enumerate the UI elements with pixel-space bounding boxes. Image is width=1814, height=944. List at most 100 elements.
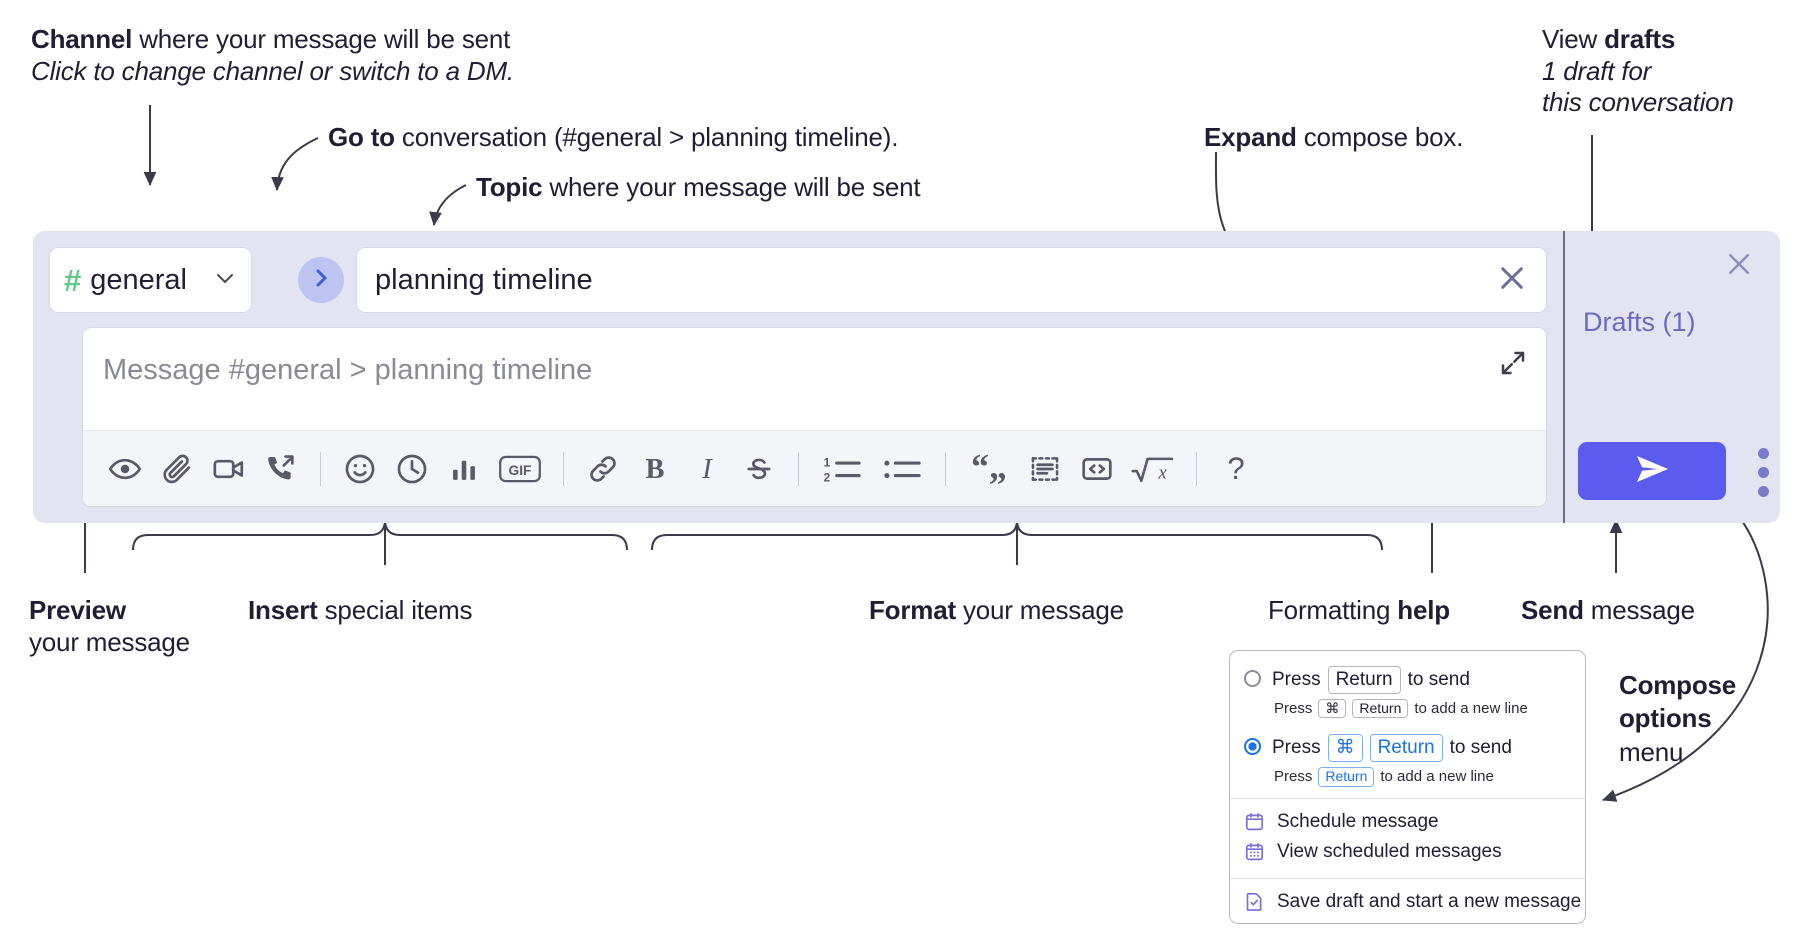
composer-main-area: # general planning timeline — [33, 231, 1769, 523]
compose-options-menu: Press Return to send Press ⌘ Return to a… — [1229, 650, 1586, 924]
attachment-icon[interactable] — [151, 443, 203, 495]
drafts-link[interactable]: Drafts (1) — [1583, 307, 1696, 337]
gif-icon[interactable]: GIF — [490, 443, 550, 495]
bullet-list-icon[interactable] — [872, 443, 932, 495]
save-draft-icon — [1244, 891, 1265, 912]
keycap: Return — [1318, 767, 1375, 787]
annotation-format-bold: Format — [869, 595, 956, 625]
menu-item-view-scheduled[interactable]: View scheduled messages — [1230, 837, 1585, 867]
code-icon[interactable] — [1071, 443, 1123, 495]
bold-icon[interactable]: B — [629, 443, 681, 495]
chevron-right-icon — [309, 266, 333, 295]
toolbar-separator — [563, 451, 564, 486]
kebab-dot — [1757, 485, 1769, 497]
italic-icon[interactable]: I — [681, 443, 733, 495]
clock-icon[interactable] — [386, 443, 438, 495]
help-icon[interactable]: ? — [1210, 443, 1262, 495]
menu-option-suffix: to send — [1449, 737, 1512, 759]
menu-option-prefix: Press — [1272, 737, 1321, 759]
svg-text:x: x — [1157, 462, 1167, 483]
menu-radio-option[interactable]: Press Return to send Press ⌘ Return to a… — [1230, 663, 1585, 719]
channel-selector[interactable]: # general — [49, 247, 252, 313]
svg-text:GIF: GIF — [509, 463, 532, 478]
annotation-preview-rest: your message — [29, 626, 190, 657]
annotation-send-bold: Send — [1521, 595, 1584, 625]
menu-item-schedule-message[interactable]: Schedule message — [1230, 807, 1585, 837]
annotation-help: Formatting help — [1268, 595, 1450, 627]
ordered-list-icon[interactable]: 1 2 — [812, 443, 872, 495]
strikethrough-icon[interactable] — [733, 443, 785, 495]
annotation-compose-line1: Compose — [1619, 670, 1737, 700]
annotation-goto: Go to conversation (#general > planning … — [328, 122, 898, 154]
preview-icon[interactable] — [99, 443, 151, 495]
annotation-goto-bold: Go to — [328, 122, 395, 152]
calendar-grid-icon — [1244, 841, 1265, 862]
annotation-help-bold: help — [1397, 595, 1450, 625]
menu-item-save-draft[interactable]: Save draft and start a new message — [1230, 887, 1585, 917]
calendar-icon — [1244, 811, 1265, 832]
video-icon[interactable] — [203, 443, 255, 495]
annotation-format-rest: your message — [955, 595, 1124, 625]
message-composer-panel: # general planning timeline — [33, 231, 1780, 523]
drafts-pane: Drafts (1) — [1565, 231, 1780, 523]
annotation-format: Format your message — [869, 595, 1124, 627]
annotation-drafts-line2: 1 draft for — [1542, 55, 1652, 86]
annotation-drafts-bold: drafts — [1604, 24, 1676, 54]
radio-icon-selected[interactable] — [1244, 738, 1261, 756]
math-icon[interactable]: x — [1123, 443, 1183, 495]
annotation-drafts-plain: View — [1542, 24, 1605, 54]
menu-radio-option[interactable]: Press ⌘ Return to send Press Return to a… — [1230, 731, 1585, 787]
annotation-channel-sub: Click to change channel or switch to a D… — [31, 55, 514, 86]
message-placeholder: Message #general > planning timeline — [103, 354, 593, 386]
radio-icon[interactable] — [1244, 670, 1261, 687]
call-icon[interactable] — [255, 443, 307, 495]
menu-divider — [1230, 797, 1585, 799]
menu-item-label: Save draft and start a new message — [1277, 890, 1582, 912]
keycap: Return — [1369, 734, 1443, 762]
kebab-dot — [1757, 466, 1769, 478]
send-button[interactable] — [1578, 442, 1726, 500]
annotation-drafts-line3: this conversation — [1542, 87, 1734, 118]
annotation-insert-rest: special items — [317, 595, 473, 625]
annotation-send-rest: message — [1583, 595, 1695, 625]
annotation-compose-options: Compose options menu — [1619, 669, 1736, 769]
poll-icon[interactable] — [438, 443, 490, 495]
toolbar-separator — [320, 451, 321, 486]
emoji-icon[interactable] — [334, 443, 386, 495]
menu-option-prefix: Press — [1272, 668, 1321, 690]
compose-options-button[interactable] — [1748, 446, 1778, 498]
composer-header-row: # general planning timeline — [49, 247, 1547, 313]
menu-option-sub: Press ⌘ Return to add a new line — [1274, 698, 1528, 719]
annotation-compose-line2: options — [1619, 703, 1712, 734]
annotation-goto-rest: conversation (#general > planning timeli… — [394, 122, 899, 152]
close-icon[interactable] — [1724, 249, 1754, 279]
toolbar-separator — [945, 451, 946, 486]
link-icon[interactable] — [577, 443, 629, 495]
annotation-send: Send message — [1521, 595, 1695, 627]
annotation-insert-bold: Insert — [248, 595, 318, 625]
blockquote-icon[interactable]: “„ — [959, 443, 1019, 495]
annotation-channel: Channel where your message will be sent … — [31, 24, 514, 87]
annotation-insert: Insert special items — [248, 595, 473, 627]
menu-option-main: Press ⌘ Return to send — [1272, 734, 1512, 762]
annotation-preview: Preview your message — [29, 595, 190, 658]
menu-option-main: Press Return to send — [1272, 666, 1528, 694]
expand-icon[interactable] — [1498, 348, 1528, 378]
chevron-down-icon — [213, 266, 237, 295]
svg-text:?: ? — [1227, 452, 1244, 486]
topic-field[interactable]: planning timeline — [356, 247, 1547, 313]
menu-option-sub: Press Return to add a new line — [1274, 767, 1512, 787]
close-icon[interactable] — [1496, 262, 1528, 299]
menu-option-suffix: to send — [1407, 668, 1470, 690]
code-block-icon[interactable] — [1019, 443, 1071, 495]
goto-conversation-button[interactable] — [298, 257, 344, 303]
menu-suboption-suffix: to add a new line — [1414, 700, 1528, 717]
svg-text:I: I — [701, 454, 713, 485]
channel-name-label: general — [90, 263, 187, 296]
annotation-compose-line3: menu — [1619, 736, 1684, 767]
message-input-box[interactable]: Message #general > planning timeline — [82, 327, 1547, 507]
menu-item-label: View scheduled messages — [1277, 840, 1502, 862]
topic-value: planning timeline — [375, 263, 593, 296]
send-icon — [1628, 449, 1676, 494]
